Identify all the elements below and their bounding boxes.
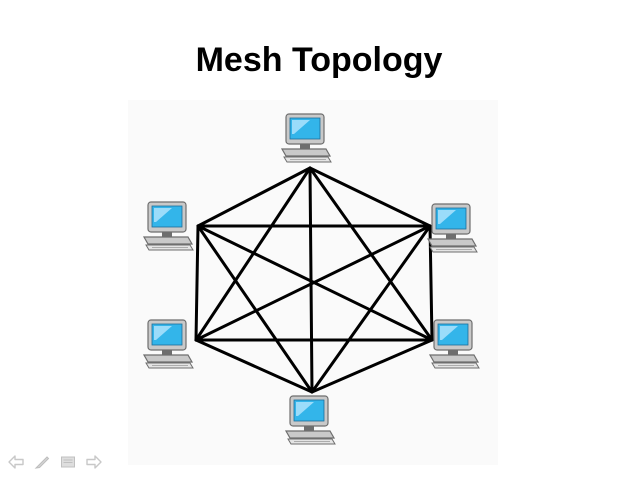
- mesh-link-lower-right-bottom: [310, 338, 434, 394]
- computer-icon: [284, 395, 336, 445]
- computer-node-upper-right: [426, 203, 478, 253]
- mesh-link-top-upper-left: [196, 166, 312, 228]
- slide-navigation: [6, 452, 104, 472]
- mesh-topology-diagram: [128, 100, 498, 465]
- computer-node-top: [280, 113, 332, 163]
- mesh-link-lower-right-upper-left: [196, 224, 434, 342]
- computer-node-upper-left: [142, 201, 194, 251]
- menu-icon: [61, 456, 75, 468]
- nodes-layer: [142, 113, 480, 445]
- links-layer: [194, 166, 434, 394]
- computer-node-lower-left: [142, 319, 194, 369]
- mesh-link-bottom-lower-left: [194, 338, 314, 394]
- mesh-link-upper-right-lower-right: [428, 224, 434, 342]
- slide-title: Mesh Topology: [195, 41, 443, 79]
- computer-icon: [280, 113, 332, 163]
- computer-icon: [428, 319, 480, 369]
- arrow-right-icon: [86, 455, 102, 469]
- arrow-left-icon: [8, 455, 24, 469]
- computer-icon: [426, 203, 478, 253]
- mesh-network-graphic: [142, 113, 480, 445]
- computer-icon: [142, 319, 194, 369]
- computer-icon: [142, 201, 194, 251]
- slide-menu-button[interactable]: [58, 452, 78, 472]
- pen-icon: [34, 456, 50, 469]
- mesh-link-bottom-upper-left: [196, 224, 314, 394]
- computer-node-lower-right: [428, 319, 480, 369]
- mesh-link-lower-left-upper-left: [194, 224, 200, 342]
- computer-node-bottom: [284, 395, 336, 445]
- previous-slide-button[interactable]: [6, 452, 26, 472]
- mesh-link-top-upper-right: [308, 166, 432, 228]
- next-slide-button[interactable]: [84, 452, 104, 472]
- pen-tool-button[interactable]: [32, 452, 52, 472]
